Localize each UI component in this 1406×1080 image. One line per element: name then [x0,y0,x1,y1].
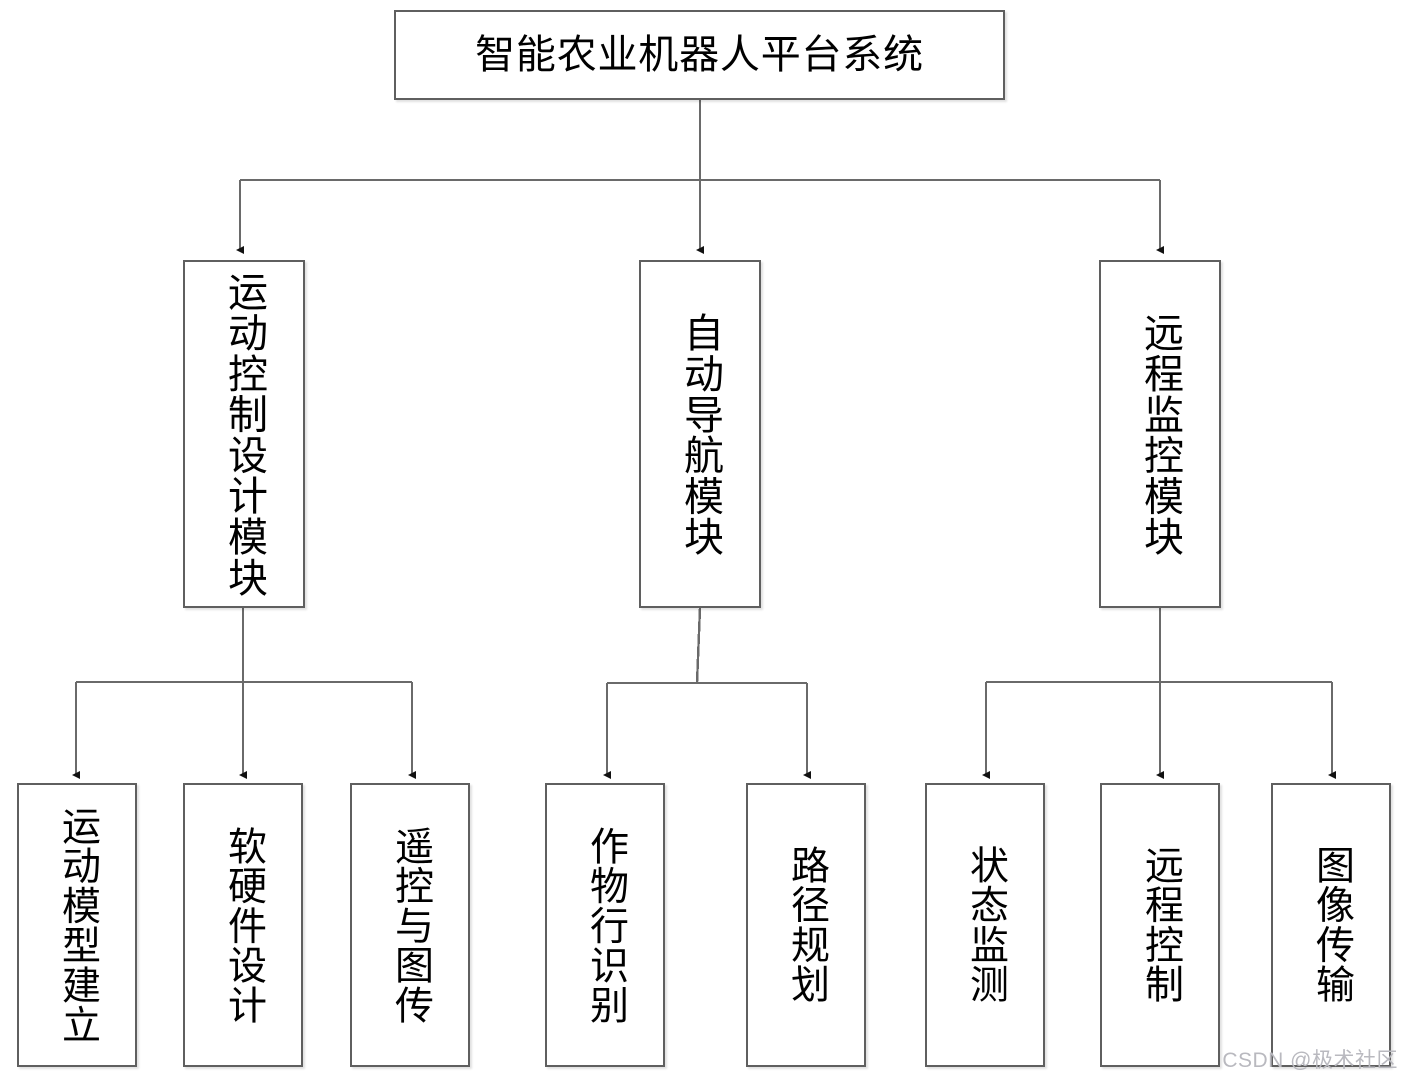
edge-navigation-stem [695,607,702,684]
node-root-system[interactable]: 智能农业机器人平台系统 [394,10,1005,100]
node-crop-row-recognition[interactable]: 作物行识别 [545,783,665,1067]
node-auto-navigation-module[interactable]: 自动导航模块 [639,260,761,608]
node-motion-control-module-label: 运动控制设计模块 [222,270,267,598]
node-auto-navigation-module-label: 自动导航模块 [678,311,723,557]
node-motion-model-building-label: 运动模型建立 [56,805,100,1045]
node-hardware-software-design[interactable]: 软硬件设计 [183,783,303,1067]
node-remote-control[interactable]: 远程控制 [1100,783,1220,1067]
node-remote-control-and-video[interactable]: 遥控与图传 [350,783,470,1067]
node-motion-model-building[interactable]: 运动模型建立 [17,783,137,1067]
node-remote-monitoring-module-label: 远程监控模块 [1138,311,1183,557]
node-image-transmission[interactable]: 图像传输 [1271,783,1391,1067]
node-motion-control-module[interactable]: 运动控制设计模块 [183,260,305,608]
node-remote-control-label: 远程控制 [1139,845,1183,1005]
node-status-monitoring[interactable]: 状态监测 [925,783,1045,1067]
node-remote-control-and-video-label: 遥控与图传 [389,825,433,1025]
node-status-monitoring-label: 状态监测 [964,845,1008,1005]
node-root-label: 智能农业机器人平台系统 [475,32,924,78]
node-image-transmission-label: 图像传输 [1310,845,1354,1005]
node-crop-row-recognition-label: 作物行识别 [584,825,628,1025]
node-hardware-software-design-label: 软硬件设计 [222,825,266,1025]
node-remote-monitoring-module[interactable]: 远程监控模块 [1099,260,1221,608]
watermark-text: CSDN @极术社区 [1222,1049,1398,1072]
node-path-planning[interactable]: 路径规划 [746,783,866,1067]
node-path-planning-label: 路径规划 [785,845,829,1005]
